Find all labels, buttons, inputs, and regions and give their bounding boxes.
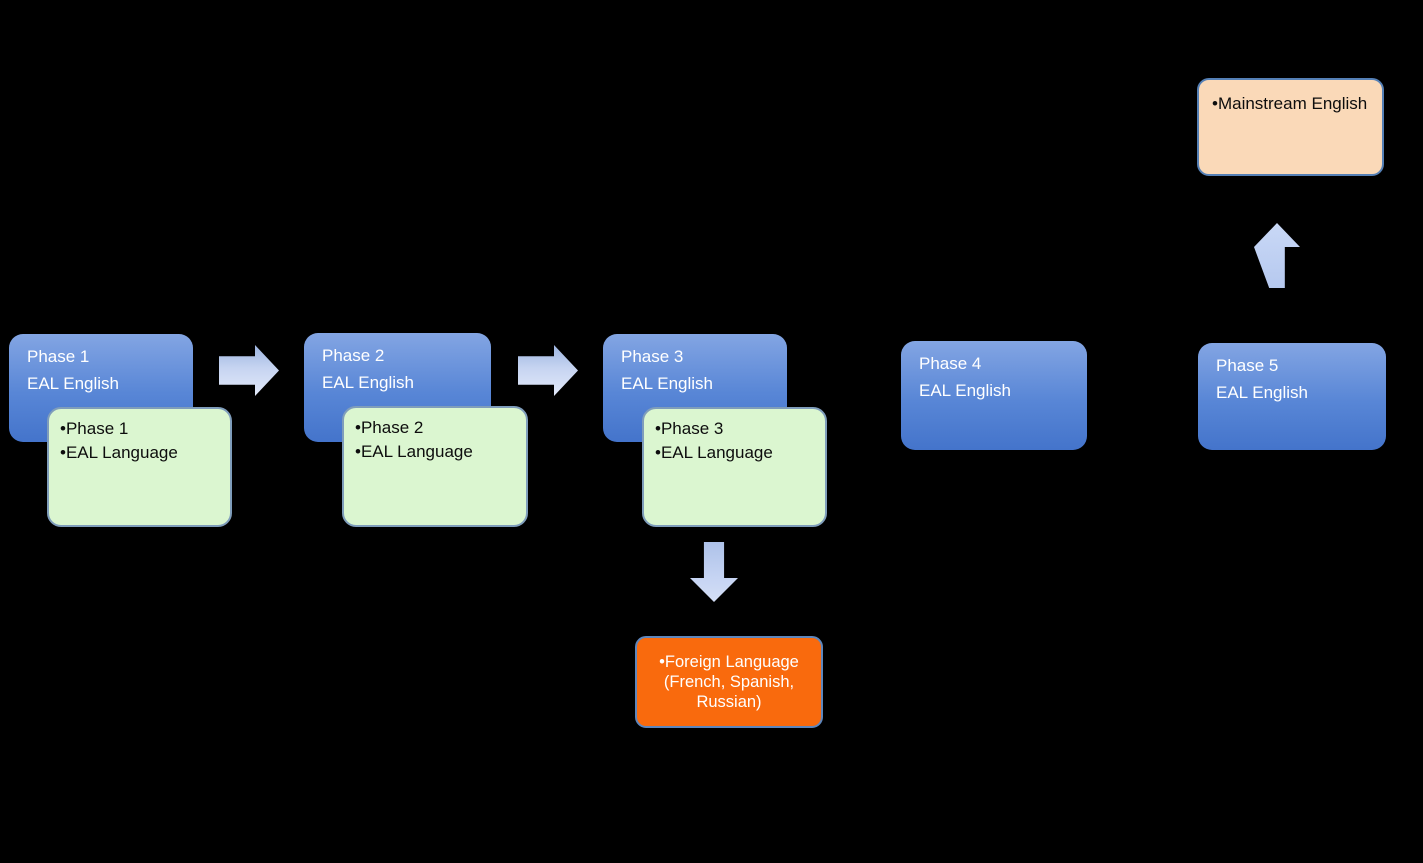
phase4-title: Phase 4 (919, 354, 982, 373)
phase2-subtitle: EAL English (322, 373, 414, 392)
phase1-title: Phase 1 (27, 347, 90, 366)
up-arrow-icon (1254, 223, 1300, 288)
foreign-language-line-2: (French, Spanish, (663, 673, 795, 691)
foreign-language-box: •Foreign Language (French, Spanish, Russ… (635, 636, 823, 728)
phase3-language-bullet-1: •Phase 3 (655, 419, 724, 438)
foreign-language-line-3: Russian) (696, 693, 762, 711)
phase3-eal-language-box: •Phase 3 •EAL Language (642, 407, 827, 527)
phase2-language-bullet-1: •Phase 2 (355, 418, 424, 437)
foreign-language-line-1: •Foreign Language (659, 653, 799, 671)
phase1-language-bullet-1: •Phase 1 (60, 419, 129, 438)
phase5-subtitle: EAL English (1216, 383, 1308, 402)
phase1-subtitle: EAL English (27, 374, 119, 393)
right-arrow-icon (518, 345, 578, 396)
phase4-subtitle: EAL English (919, 381, 1011, 400)
phase4-eal-english-box: Phase 4 EAL English (901, 341, 1087, 450)
phase2-language-bullet-2: •EAL Language (355, 442, 473, 461)
right-arrow-icon (219, 345, 279, 396)
phase1-language-bullet-2: •EAL Language (60, 443, 178, 462)
phase1-eal-language-box: •Phase 1 •EAL Language (47, 407, 232, 527)
phase3-subtitle: EAL English (621, 374, 713, 393)
phase5-eal-english-box: Phase 5 EAL English (1198, 343, 1386, 450)
phase3-language-bullet-2: •EAL Language (655, 443, 773, 462)
phase3-title: Phase 3 (621, 347, 684, 366)
phase2-title: Phase 2 (322, 346, 385, 365)
mainstream-english-box: •Mainstream English (1197, 78, 1384, 176)
down-arrow-icon (690, 542, 738, 602)
phase2-eal-language-box: •Phase 2 •EAL Language (342, 406, 528, 527)
phase5-title: Phase 5 (1216, 356, 1279, 375)
mainstream-english-label: •Mainstream English (1212, 94, 1368, 113)
